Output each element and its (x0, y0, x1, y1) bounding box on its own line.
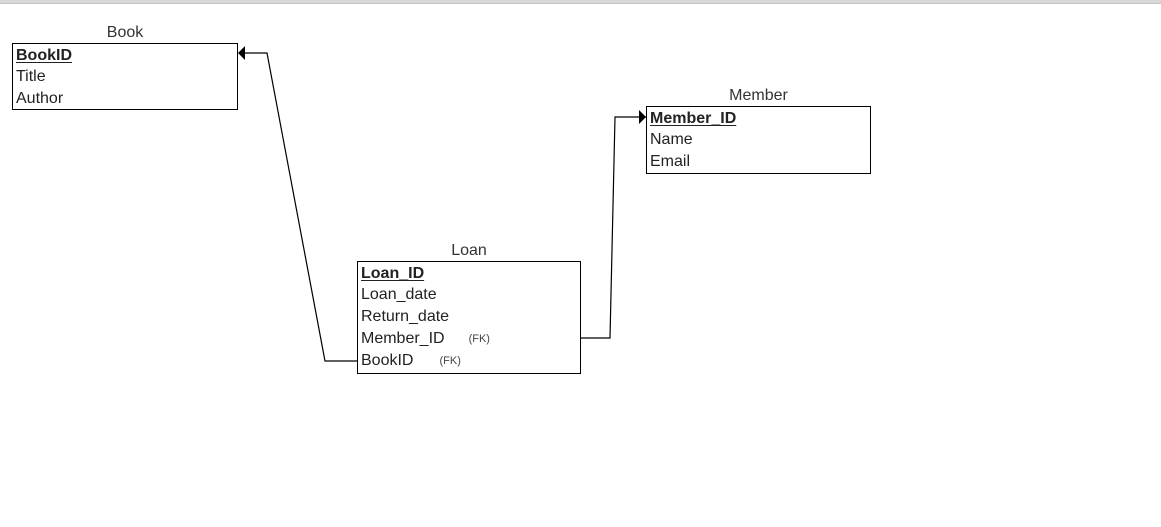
fk-badge: (FK) (439, 355, 461, 367)
member-entity[interactable]: Member_ID Name Email (646, 106, 871, 174)
top-toolbar-edge (0, 0, 1161, 4)
arrowhead-book-icon (238, 46, 245, 60)
member-pk-attribute: Member_ID (650, 110, 737, 127)
loan-attribute-return-date: Return_date (361, 308, 450, 325)
loan-entity-title: Loan (451, 242, 487, 259)
arrowhead-member-icon (639, 110, 646, 124)
book-attribute-author: Author (16, 90, 64, 107)
loan-attribute-loan-date: Loan_date (361, 286, 437, 303)
connector-loan-to-member[interactable] (581, 116, 646, 339)
loan-pk-attribute: Loan_ID (361, 265, 425, 282)
member-attribute-email: Email (650, 153, 691, 170)
loan-entity[interactable]: Loan_ID Loan_date Return_date Member_ID (… (357, 261, 581, 374)
book-entity-title: Book (106, 24, 144, 41)
connector-loan-to-book[interactable] (239, 52, 357, 362)
loan-attribute-member-id: Member_ID (FK) (361, 328, 577, 350)
member-attribute-name: Name (650, 131, 693, 148)
loan-member-id-label: Member_ID (361, 330, 445, 348)
book-attribute-title: Title (16, 68, 46, 85)
loan-book-id-label: BookID (361, 352, 414, 370)
member-entity-title: Member (729, 87, 788, 104)
fk-badge: (FK) (468, 333, 490, 345)
book-pk-attribute: BookID (16, 47, 72, 64)
loan-attribute-book-id: BookID (FK) (361, 350, 577, 372)
book-entity[interactable]: BookID Title Author (12, 43, 238, 110)
